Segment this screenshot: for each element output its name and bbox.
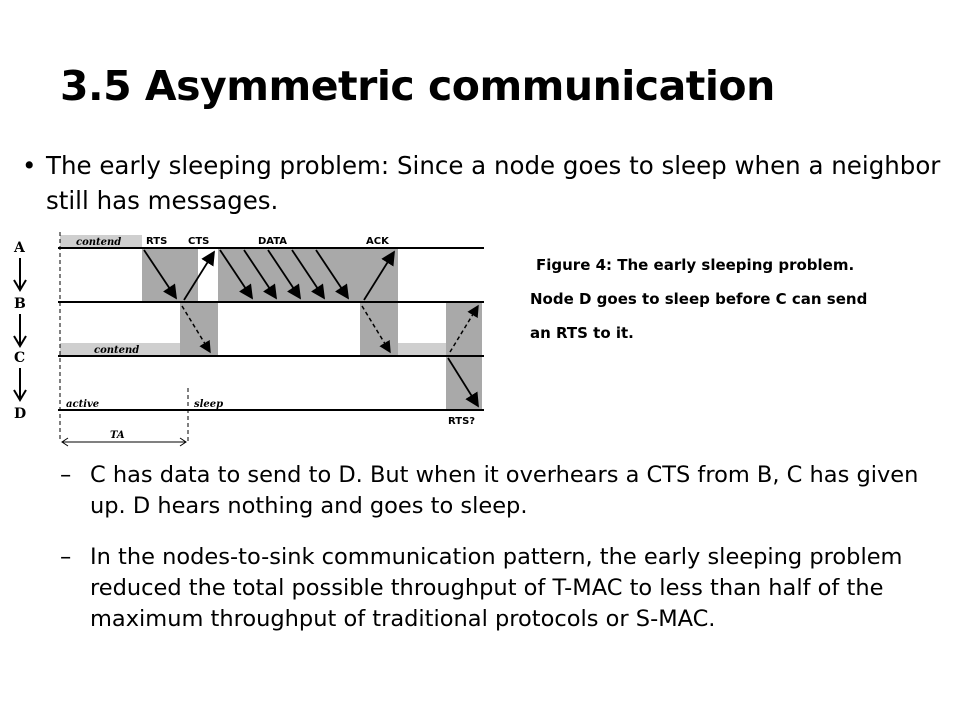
contend-c-region <box>60 343 180 356</box>
rts-retry-up-arrow <box>449 304 479 353</box>
sleep-label: sleep <box>194 399 223 410</box>
node-d-label: D <box>14 406 26 422</box>
rts-block <box>142 248 198 302</box>
rts-label: RTS <box>146 236 167 247</box>
figure-caption-line3: an RTS to it. <box>530 324 634 342</box>
active-label: active <box>66 399 99 410</box>
sub-bullet-1-text: C has data to send to D. But when it ove… <box>90 462 919 519</box>
ack-b-block <box>360 302 398 356</box>
data-arrow-2 <box>243 249 277 300</box>
cts-label: CTS <box>188 236 209 247</box>
main-bullet: • The early sleeping problem: Since a no… <box>22 148 947 218</box>
rts-retry-block <box>446 302 482 356</box>
dash-marker: – <box>60 462 72 488</box>
data-arrow-3 <box>267 249 301 300</box>
contend-a-label: contend <box>76 237 121 248</box>
contend-c-label: contend <box>94 345 139 356</box>
sub-bullet-2-text: In the nodes-to-sink communication patte… <box>90 544 903 632</box>
slide-title: 3.5 Asymmetric communication <box>60 62 775 110</box>
ack-label: ACK <box>366 236 390 247</box>
figure-caption-line1: Figure 4: The early sleeping problem. <box>536 256 855 274</box>
cts-block <box>180 302 218 356</box>
ack-overheard-arrow <box>361 305 391 354</box>
main-bullet-text: The early sleeping problem: Since a node… <box>46 151 941 215</box>
figure-caption-line2: Node D goes to sleep before C can send <box>530 290 868 308</box>
cts-arrow <box>183 250 215 301</box>
early-sleeping-diagram: A B C D contend RTS CTS DATA ACK contend <box>13 232 484 447</box>
dash-marker: – <box>60 544 72 570</box>
data-block <box>218 248 362 302</box>
bullet-dot: • <box>22 151 37 180</box>
data-arrow-5 <box>315 249 349 300</box>
contend-a-region <box>60 235 142 248</box>
data-label: DATA <box>258 236 287 247</box>
cts-overheard-arrow <box>181 305 211 354</box>
sub-bullet-2: – In the nodes-to-sink communication pat… <box>60 542 950 635</box>
rts-question-label: RTS? <box>448 416 475 427</box>
sub-bullet-1: – C has data to send to D. But when it o… <box>60 460 950 522</box>
node-b-label: B <box>14 296 26 312</box>
node-a-label: A <box>13 240 26 256</box>
rts-retry-down-arrow <box>447 357 479 408</box>
data-arrow-1 <box>219 249 253 300</box>
contend-c2-region <box>398 343 446 356</box>
ack-arrow <box>363 250 395 301</box>
ta-label: TA <box>110 430 125 441</box>
data-arrow-4 <box>291 249 325 300</box>
node-c-label: C <box>14 350 25 366</box>
rts-arrow <box>143 249 177 300</box>
